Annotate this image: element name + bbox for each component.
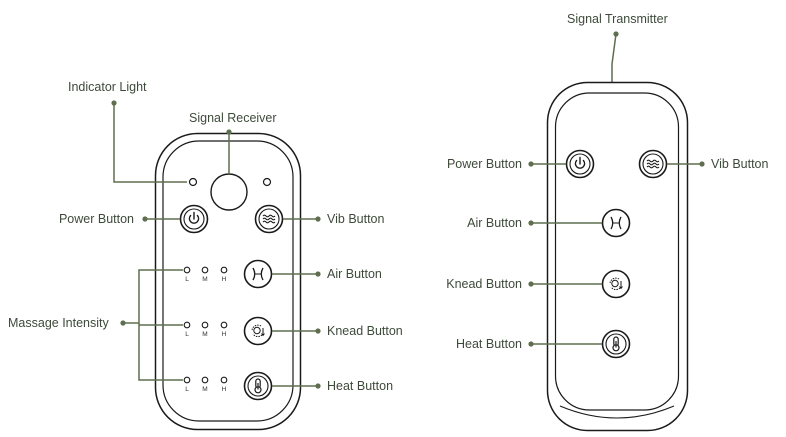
left-air-button	[243, 259, 273, 289]
intensity-l-knead: L	[185, 331, 189, 338]
right-vib-button-label: Vib Button	[711, 157, 769, 171]
left-remote-inner-panel	[162, 140, 294, 422]
signal-receiver-label: Signal Receiver	[189, 111, 277, 125]
intensity-l-air: L	[185, 276, 189, 283]
left-callouts	[111, 100, 321, 389]
intensity-l-heat: L	[185, 386, 189, 393]
right-callouts	[528, 31, 705, 347]
left-remote	[154, 132, 302, 431]
signal-receiver	[210, 173, 248, 211]
intensity-h-knead: H	[221, 331, 227, 338]
right-air-button-label: Air Button	[467, 216, 522, 230]
intensity-row-air	[183, 266, 228, 274]
left-vib-button-label: Vib Button	[327, 212, 385, 226]
signal-transmitter-label: Signal Transmitter	[567, 12, 668, 26]
intensity-h-air: H	[221, 276, 227, 283]
left-heat-button	[243, 371, 273, 401]
intensity-h-heat: H	[221, 386, 227, 393]
intensity-row-knead	[183, 321, 228, 329]
left-power-button	[179, 204, 209, 234]
left-knead-button-label: Knead Button	[327, 324, 403, 338]
right-heat-button	[601, 329, 631, 359]
left-power-button-label: Power Button	[58, 212, 134, 226]
indicator-light	[188, 177, 198, 187]
left-vib-button	[254, 204, 284, 234]
right-remote-inner-panel	[554, 92, 680, 411]
right-vib-button	[638, 149, 668, 179]
left-heat-button-label: Heat Button	[327, 379, 394, 393]
right-knead-button-label: Knead Button	[446, 277, 522, 291]
right-power-button-label: Power Button	[446, 157, 522, 171]
left-knead-button	[243, 316, 273, 346]
massage-intensity-label: Massage Intensity	[8, 316, 109, 330]
intensity-m-heat: M	[202, 386, 208, 393]
right-air-button	[601, 208, 631, 238]
right-remote	[546, 64, 689, 432]
left-air-button-label: Air Button	[327, 267, 382, 281]
right-power-button	[565, 149, 595, 179]
intensity-row-heat	[183, 376, 228, 384]
right-heat-button-label: Heat Button	[455, 337, 522, 351]
intensity-m-knead: M	[202, 331, 208, 338]
intensity-m-air: M	[202, 276, 208, 283]
indicator-light-secondary	[262, 177, 272, 187]
right-knead-button	[601, 269, 631, 299]
indicator-light-label: Indicator Light	[68, 80, 147, 94]
right-remote-outer-shell	[546, 81, 689, 432]
